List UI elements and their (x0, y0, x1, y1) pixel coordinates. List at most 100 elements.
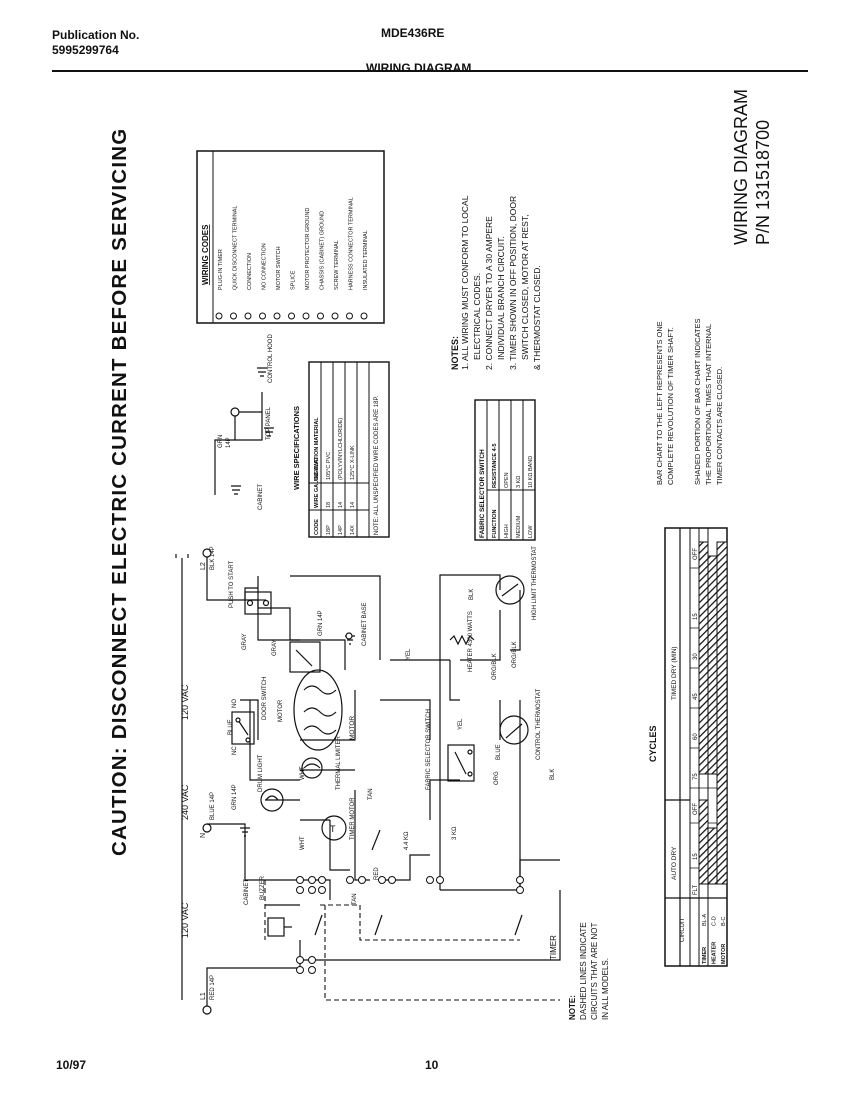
label-nc: NC (232, 746, 238, 755)
notes-title: NOTES: (450, 336, 460, 370)
wire-label-blue-2: BLUE (496, 744, 502, 760)
wiring-code-symbol (215, 312, 223, 320)
publication-number: 5995299764 (52, 43, 119, 57)
wire-spec-cell: 14P (338, 525, 344, 535)
svg-text:T: T (330, 824, 336, 834)
wiring-code-symbol (302, 312, 310, 320)
wiring-code-symbol (230, 312, 237, 320)
cycle-row-label: HEATER (712, 942, 718, 964)
label-timer: TIMER (549, 935, 558, 960)
wire-spec-cell: 14X (350, 525, 356, 535)
fabric-cell: 3 KΩ (516, 476, 522, 488)
label-motor: MOTOR (349, 716, 356, 740)
wire-label-4k: 4.4 KΩ (404, 831, 410, 850)
door-switch (231, 711, 255, 745)
cycle-row-contact: BL-A (702, 913, 708, 926)
wire-spec-cell: 14 (350, 502, 356, 508)
wire-label-org-blk-2: ORG/BLK (512, 641, 518, 668)
wire-spec-cell: 18 (326, 502, 332, 508)
wiring-code-symbol (288, 312, 295, 320)
label-l2: L2 (200, 562, 207, 570)
bar-timer-auto (698, 799, 709, 885)
circuit-label: CIRCUIT (680, 917, 686, 942)
voltage-top: 120 VAC (180, 684, 190, 720)
diagram-title: WIRING DIAGRAM (731, 89, 751, 245)
wire-label-blue: BLUE (228, 719, 234, 735)
wiring-code-item: MOTOR SWITCH (276, 246, 282, 290)
timer-terminals (296, 876, 524, 974)
voltage-bottom: 120 VAC (180, 902, 190, 938)
wiring-codes-title: WIRING CODES (201, 224, 210, 285)
label-l1-wire: RED 14P (210, 975, 216, 1000)
cabinet-grounds (240, 632, 355, 837)
wire-label-grn: GRN 14P (232, 784, 238, 810)
label-door-switch: DOOR SWITCH (262, 677, 268, 720)
cycle-column-label: 30 (693, 653, 699, 660)
wiring-code-symbol (331, 312, 339, 320)
wire-label-gray-2: GRAY (272, 639, 278, 656)
note-line: ELECTRICAL CODES. (472, 273, 482, 360)
label-cabinet-left: CABINET (244, 879, 250, 905)
wiring-code-item: NO CONNECTION (262, 243, 268, 290)
cycle-column-label: 60 (693, 733, 699, 740)
wire-spec-cell: 105°C PVC (326, 452, 332, 480)
label-fabric-switch: FABRIC SELECTOR SWITCH (426, 709, 432, 790)
buzzer (267, 917, 292, 937)
wire-label-3k: 3 KΩ (452, 826, 458, 840)
page-number: 10 (425, 1058, 439, 1072)
wiring-code-symbol (346, 312, 353, 320)
wiring-code-symbol (317, 312, 324, 320)
wire-label-gray: GRAY (242, 633, 248, 650)
supply-bus (175, 548, 246, 1015)
wiring-code-item: CONNECTION (247, 253, 253, 290)
label-no: NO (232, 699, 238, 708)
note-line: 1. ALL WIRING MUST CONFORM TO LOCAL (460, 195, 470, 370)
fabric-cell: LOW (528, 525, 534, 538)
fabric-selector-table: FABRIC SELECTOR SWITCH FUNCTIONRESISTANC… (474, 399, 536, 541)
timer-motor: T (321, 815, 347, 841)
note-line: 3. TIMER SHOWN IN OFF POSITION, DOOR (508, 196, 518, 370)
wiring-code-item: MOTOR PROTECTOR GROUND (305, 208, 311, 290)
thermal-limiter (301, 757, 323, 779)
wiring-code-item: CHASSIS (CABINET) GROUND (320, 211, 326, 290)
label-grn-top: GRN (218, 435, 224, 448)
label-n: N (200, 833, 207, 838)
dashed-note-line: IN ALL MODELS. (601, 958, 610, 1020)
wiring-code-item: SCREW TERMINAL (334, 240, 340, 290)
wiring-code-item: INSULATED TERMINAL (363, 230, 369, 290)
wiring-code-symbol (273, 312, 281, 320)
label-cabinet-top: CABINET (258, 484, 264, 510)
label-heater: HEATER 4300 WATTS (468, 611, 474, 672)
wiring-code-symbol (360, 312, 368, 320)
publication-label: Publication No. (52, 28, 140, 42)
wire-spec-cell: 14 (338, 502, 344, 508)
dashed-note-line: CIRCUITS THAT ARE NOT (590, 923, 599, 1020)
wiring-code-item: HARNESS CONNECTOR TERMINAL (349, 197, 355, 290)
wire-label-blk: BLK (469, 589, 475, 600)
auto-dry-label: AUTO DRY (671, 846, 678, 880)
fabric-header: RESISTANCE 4-5 (492, 443, 498, 488)
push-to-start-switch (244, 591, 272, 615)
wiring-code-item: QUICK DISCONNECT TERMINAL (233, 206, 239, 290)
label-14p-top: 14P (226, 437, 232, 448)
cycle-row-label: MOTOR (721, 944, 727, 964)
label-drum-light: DRUM LIGHT (258, 754, 264, 792)
footer-date: 10/97 (56, 1058, 87, 1072)
label-push-to-start: PUSH TO START (229, 560, 235, 608)
note-line: & THERMOSTAT CLOSED. (532, 265, 542, 370)
cycle-row-contact: B-C (721, 917, 727, 927)
wiring-code-symbol (244, 312, 252, 320)
cycle-column-label: OFF (693, 548, 699, 560)
wire-label-tan-2: TAN (352, 893, 358, 905)
cycle-column-label: 45 (693, 693, 699, 700)
fabric-header: FUNCTION (492, 510, 498, 538)
wire-label-blk-2: BLK (550, 769, 556, 780)
cycle-column-label: FLT (693, 884, 699, 895)
wiring-code-item: SPLICE (291, 270, 297, 290)
fabric-cell: HIGH (504, 524, 510, 538)
note-line: 2. CONNECT DRYER TO A 30 AMPERE (484, 216, 494, 370)
